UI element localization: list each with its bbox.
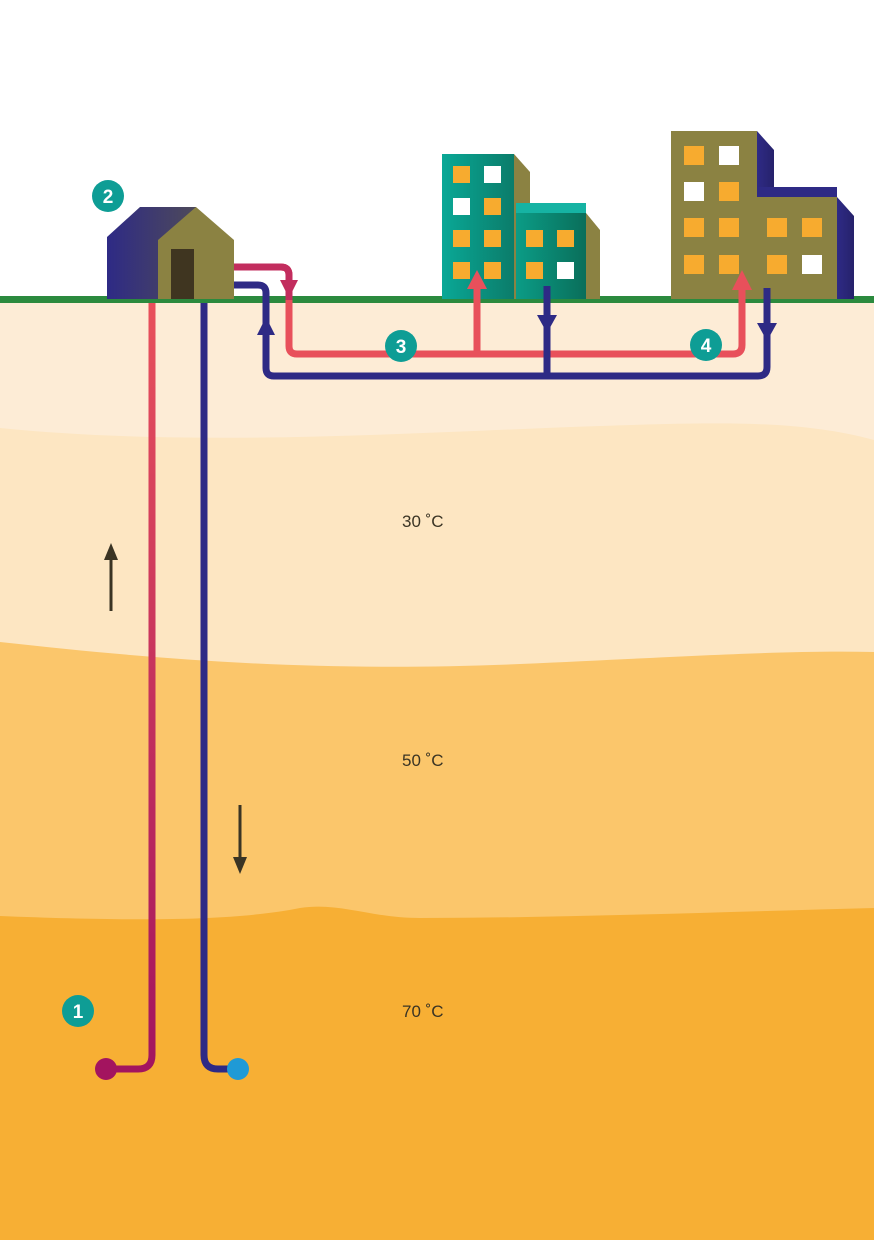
temperature-label-50: 50 ˚C (402, 751, 444, 770)
house-icon (107, 207, 234, 299)
injection-well-pipe (200, 303, 238, 1073)
temperature-label-70: 70 ˚C (402, 1002, 444, 1021)
svg-text:1: 1 (73, 1002, 84, 1023)
cold-return-up-arrow-icon (257, 317, 275, 335)
marker-badge-1: 1 (62, 995, 94, 1027)
injection-well-bottom (227, 1058, 249, 1080)
ground-layer-70 (0, 906, 874, 1240)
svg-text:4: 4 (701, 336, 712, 357)
hot-branch-apartment-arrow-icon (467, 270, 487, 289)
temperature-label-30: 30 ˚C (402, 512, 444, 531)
production-well-bottom (95, 1058, 117, 1080)
ground-line (0, 296, 874, 303)
marker-badge-4: 4 (690, 329, 722, 361)
hot-supply-pipe-start (234, 263, 293, 300)
production-well-pipe (106, 303, 156, 1073)
cold-branch-office-arrow-icon (757, 323, 777, 341)
marker-badge-2: 2 (92, 180, 124, 212)
office-building-icon (671, 131, 854, 299)
hot-supply-down-arrow-icon (280, 280, 298, 298)
svg-text:3: 3 (396, 337, 407, 358)
hot-branch-office-arrow-icon (732, 270, 752, 290)
cold-branch-apartment-arrow-icon (537, 315, 557, 333)
cold-return-network-pipe (234, 281, 771, 380)
svg-text:2: 2 (103, 187, 114, 208)
marker-badge-3: 3 (385, 330, 417, 362)
flow-down-arrow-icon (233, 805, 247, 874)
flow-up-arrow-icon (104, 543, 118, 611)
